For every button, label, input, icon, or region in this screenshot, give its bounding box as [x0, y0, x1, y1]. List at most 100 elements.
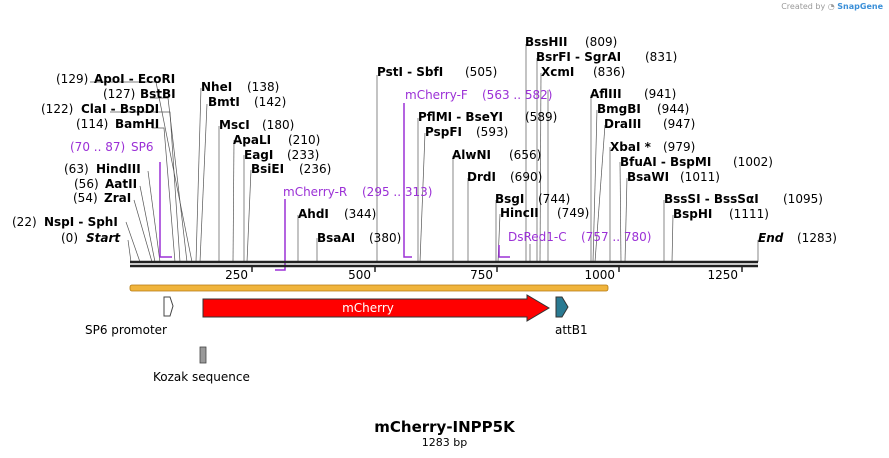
- primer-mcherry-f-mark: [403, 103, 412, 258]
- sequence-backbone: [130, 260, 758, 268]
- end-label: End: [758, 231, 784, 245]
- primer-range-sp6: (70 .. 87): [70, 140, 125, 154]
- enzyme-name-draiii[interactable]: DraIII: [604, 117, 641, 131]
- primer-name-mcherry-f[interactable]: mCherry-F: [405, 88, 468, 102]
- enzyme-name-afliii[interactable]: AflIII: [590, 87, 622, 101]
- enzyme-name-bsphi[interactable]: BspHI: [673, 207, 712, 221]
- ruler-label-1000: 1000: [584, 268, 615, 282]
- leader-xcmi: [539, 72, 542, 263]
- enzyme-name-bsssi[interactable]: BssSI - BssSαI: [664, 192, 759, 206]
- enzyme-pos-bmti: (142): [254, 95, 286, 109]
- enzyme-name-bsaai[interactable]: BsaAI: [317, 231, 355, 245]
- ruler: 250 500 750 1000 1250: [225, 266, 743, 282]
- enzyme-name-bstbi[interactable]: BstBI: [140, 87, 176, 101]
- ruler-label-1250: 1250: [707, 268, 738, 282]
- enzyme-name-nhei[interactable]: NheI: [201, 80, 232, 94]
- enzyme-name-psti-sbfi[interactable]: PstI - SbfI: [377, 65, 443, 79]
- enzyme-name-hincii[interactable]: HincII: [500, 206, 539, 220]
- attb1-arrow-icon: [555, 296, 569, 318]
- enzyme-labels: (129) ApoI - EcoRI (127) BstBI (122) Cla…: [12, 35, 837, 245]
- leader-bmti: [199, 103, 208, 263]
- enzyme-pos-pspfi: (593): [476, 125, 508, 139]
- enzyme-name-nspi-sphi[interactable]: NspI - SphI: [44, 215, 118, 229]
- enzyme-pos-bstbi: (127): [103, 87, 135, 101]
- enzyme-pos-bsssi: (1095): [783, 192, 823, 206]
- leader-bfuai-bspmi: [619, 161, 622, 263]
- enzyme-name-alwni[interactable]: AlwNI: [452, 148, 491, 162]
- leader-nspi-sphi: [125, 221, 141, 263]
- enzyme-name-pspfi[interactable]: PspFI: [425, 125, 462, 139]
- enzyme-pos-bsphi: (1111): [729, 207, 769, 221]
- enzyme-name-drdi[interactable]: DrdI: [467, 170, 496, 184]
- start-pos: (0): [61, 231, 78, 245]
- enzyme-name-msci[interactable]: MscI: [219, 118, 250, 132]
- leader-start: [127, 239, 132, 263]
- enzyme-pos-draiii: (947): [663, 117, 695, 131]
- enzyme-name-clai-bspdi[interactable]: ClaI - BspDI: [81, 102, 159, 116]
- enzyme-name-aatii[interactable]: AatII: [105, 177, 137, 191]
- ruler-label-750: 750: [470, 268, 493, 282]
- map-title: mCherry-INPP5K: [374, 418, 515, 436]
- enzyme-name-apoi-ecori[interactable]: ApoI - EcoRI: [94, 72, 175, 86]
- credit-prefix: Created by: [781, 2, 826, 11]
- ruler-label-500: 500: [348, 268, 371, 282]
- enzyme-name-apali[interactable]: ApaLI: [233, 133, 271, 147]
- enzyme-pos-xcmi: (836): [593, 65, 625, 79]
- feature-attb1[interactable]: attB1: [555, 296, 588, 337]
- enzyme-pos-aatii: (56): [74, 177, 99, 191]
- primer-marks: [159, 90, 549, 271]
- feature-label-sp6-promoter: SP6 promoter: [85, 323, 167, 337]
- ruler-label-250: 250: [225, 268, 248, 282]
- enzyme-name-bsawi[interactable]: BsaWI: [627, 170, 669, 184]
- leader-pspfi: [419, 132, 426, 263]
- enzyme-name-ahdi[interactable]: AhdI: [298, 207, 329, 221]
- enzyme-name-bamhi[interactable]: BamHI: [115, 117, 159, 131]
- orf-bar: [129, 284, 609, 292]
- enzyme-pos-afliii: (941): [644, 87, 676, 101]
- enzyme-pos-bsrfi-sgrai: (831): [645, 50, 677, 64]
- enzyme-pos-zrai: (54): [73, 191, 98, 205]
- enzyme-pos-bmgbi: (944): [657, 102, 689, 116]
- enzyme-name-xcmi[interactable]: XcmI: [541, 65, 574, 79]
- leader-bamhi: [152, 127, 176, 263]
- enzyme-name-bsshii[interactable]: BssHII: [525, 35, 567, 49]
- enzyme-pos-apoi-ecori: (129): [56, 72, 88, 86]
- enzyme-pos-eagi: (233): [287, 148, 319, 162]
- enzyme-name-xbai[interactable]: XbaI *: [610, 140, 652, 154]
- enzyme-name-bsiei[interactable]: BsiEI: [251, 162, 284, 176]
- leader-zrai: [133, 199, 153, 263]
- enzyme-name-hindiii[interactable]: HindIII: [96, 162, 141, 176]
- leader-bsphi: [671, 214, 674, 263]
- enzyme-pos-bsshii: (809): [585, 35, 617, 49]
- enzyme-name-zrai[interactable]: ZraI: [104, 191, 131, 205]
- enzyme-pos-bsawi: (1011): [680, 170, 720, 184]
- enzyme-name-eagi[interactable]: EagI: [244, 148, 273, 162]
- enzyme-pos-alwni: (656): [509, 148, 541, 162]
- enzyme-name-bsgi[interactable]: BsgI: [495, 192, 524, 206]
- kozak-box-icon: [199, 346, 207, 364]
- leader-bsawi: [624, 177, 628, 263]
- enzyme-name-bmti[interactable]: BmtI: [208, 95, 240, 109]
- feature-label-kozak-sequence: Kozak sequence: [153, 370, 250, 384]
- enzyme-pos-nspi-sphi: (22): [12, 215, 37, 229]
- enzyme-pos-ahdi: (344): [344, 207, 376, 221]
- enzyme-name-bmgbi[interactable]: BmgBI: [597, 102, 641, 116]
- enzyme-pos-pflmi-bseyi: (589): [525, 110, 557, 124]
- leader-nhei: [195, 87, 202, 263]
- feature-mcherry[interactable]: mCherry: [202, 294, 550, 322]
- primer-name-sp6[interactable]: SP6: [131, 140, 154, 154]
- feature-label-mcherry: mCherry: [342, 301, 394, 315]
- primer-name-mcherry-r[interactable]: mCherry-R: [283, 185, 347, 199]
- enzyme-pos-clai-bspdi: (122): [41, 102, 73, 116]
- feature-kozak-sequence[interactable]: Kozak sequence: [153, 346, 250, 384]
- start-label: Start: [86, 231, 121, 245]
- enzyme-name-bfuai-bspmi[interactable]: BfuAI - BspMI: [620, 155, 711, 169]
- enzyme-pos-bsaai: (380): [369, 231, 401, 245]
- credit-brand: SnapGene: [837, 2, 883, 11]
- enzyme-name-bsrfi-sgrai[interactable]: BsrFI - SgrAI: [536, 50, 621, 64]
- enzyme-name-pflmi-bseyi[interactable]: PflMI - BseYI: [418, 110, 503, 124]
- feature-sp6-promoter[interactable]: SP6 promoter: [85, 296, 174, 337]
- plasmid-map: SP6 promoter mCherry attB1 Kozak sequenc…: [12, 35, 837, 384]
- primer-name-dsred1-c[interactable]: DsRed1-C: [508, 230, 567, 244]
- leader-hindiii: [147, 170, 161, 263]
